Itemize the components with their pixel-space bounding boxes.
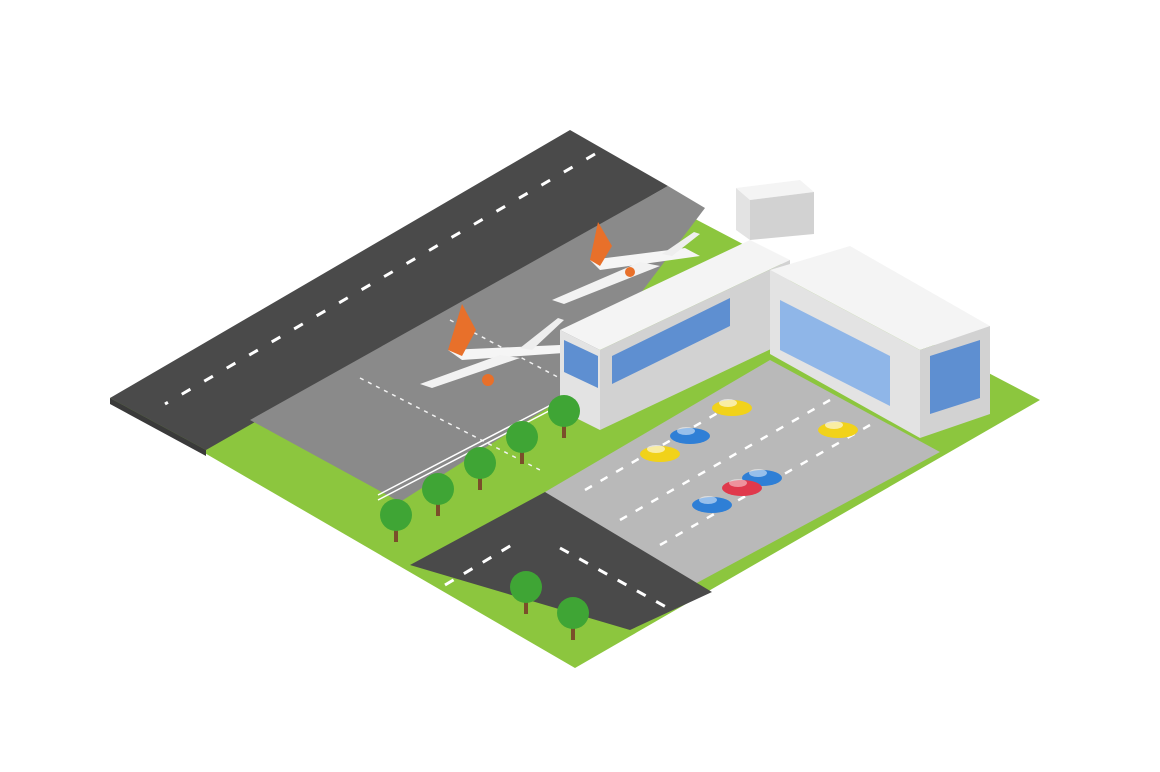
tree-1-crown bbox=[380, 499, 412, 531]
terminal-right-roof bbox=[770, 246, 990, 350]
runway-surface bbox=[110, 130, 668, 450]
tree-4 bbox=[506, 421, 538, 464]
tree-2-crown bbox=[422, 473, 454, 505]
terminal-left-roof bbox=[560, 240, 790, 350]
parking-surface bbox=[545, 360, 940, 592]
plane-1-body bbox=[448, 345, 578, 360]
tower-right bbox=[750, 192, 814, 240]
car-7 bbox=[692, 496, 732, 513]
window-right-1 bbox=[780, 300, 890, 406]
runway-centerline bbox=[164, 152, 596, 406]
runway-edge bbox=[110, 398, 206, 456]
car-1-roof bbox=[719, 399, 737, 407]
road-surface bbox=[410, 492, 712, 630]
airplane-2 bbox=[552, 222, 700, 304]
tree-5-crown bbox=[548, 395, 580, 427]
window-left-2 bbox=[612, 298, 730, 384]
plane-1-tail bbox=[448, 304, 476, 356]
tower-top bbox=[736, 180, 814, 200]
terminal-windows bbox=[564, 298, 980, 414]
tree-6 bbox=[510, 571, 542, 614]
apron bbox=[250, 186, 705, 502]
airplane-1 bbox=[420, 304, 578, 388]
terminal-left-side bbox=[600, 260, 790, 430]
parking-lot bbox=[545, 360, 940, 592]
tree-3 bbox=[464, 447, 496, 490]
tree-7 bbox=[557, 597, 589, 640]
car-4 bbox=[818, 421, 858, 438]
window-left-1 bbox=[564, 340, 598, 388]
tree-3-crown bbox=[464, 447, 496, 479]
car-3 bbox=[640, 445, 680, 462]
car-2-roof bbox=[677, 427, 695, 435]
tower-left bbox=[736, 188, 750, 240]
plane-2-wing-2 bbox=[662, 232, 700, 256]
window-right-2 bbox=[930, 340, 980, 414]
apron-surface bbox=[250, 186, 705, 502]
car-6-body bbox=[722, 480, 762, 496]
car-1 bbox=[712, 399, 752, 416]
plane-2-engine bbox=[625, 267, 635, 277]
road bbox=[410, 492, 712, 630]
cars bbox=[640, 399, 858, 513]
car-2 bbox=[670, 427, 710, 444]
car-5-roof bbox=[749, 469, 767, 477]
plane-1-engine bbox=[482, 374, 494, 386]
tree-1 bbox=[380, 499, 412, 542]
runway bbox=[110, 130, 668, 456]
car-4-roof bbox=[825, 421, 843, 429]
terminal-building bbox=[560, 180, 990, 438]
plane-1-wing bbox=[420, 355, 520, 388]
tree-6-crown bbox=[510, 571, 542, 603]
plane-1-wing-2 bbox=[520, 318, 564, 350]
car-6 bbox=[722, 479, 762, 496]
tree-7-crown bbox=[557, 597, 589, 629]
car-3-roof bbox=[647, 445, 665, 453]
tree-2 bbox=[422, 473, 454, 516]
parking-lines bbox=[584, 398, 871, 547]
car-7-roof bbox=[699, 496, 717, 504]
car-6-roof bbox=[729, 479, 747, 487]
apron-markings bbox=[359, 319, 621, 471]
trees bbox=[380, 395, 589, 640]
road-centerline bbox=[444, 538, 676, 614]
tree-4-crown bbox=[506, 421, 538, 453]
plane-2-tail bbox=[590, 222, 612, 266]
tree-5 bbox=[548, 395, 580, 438]
